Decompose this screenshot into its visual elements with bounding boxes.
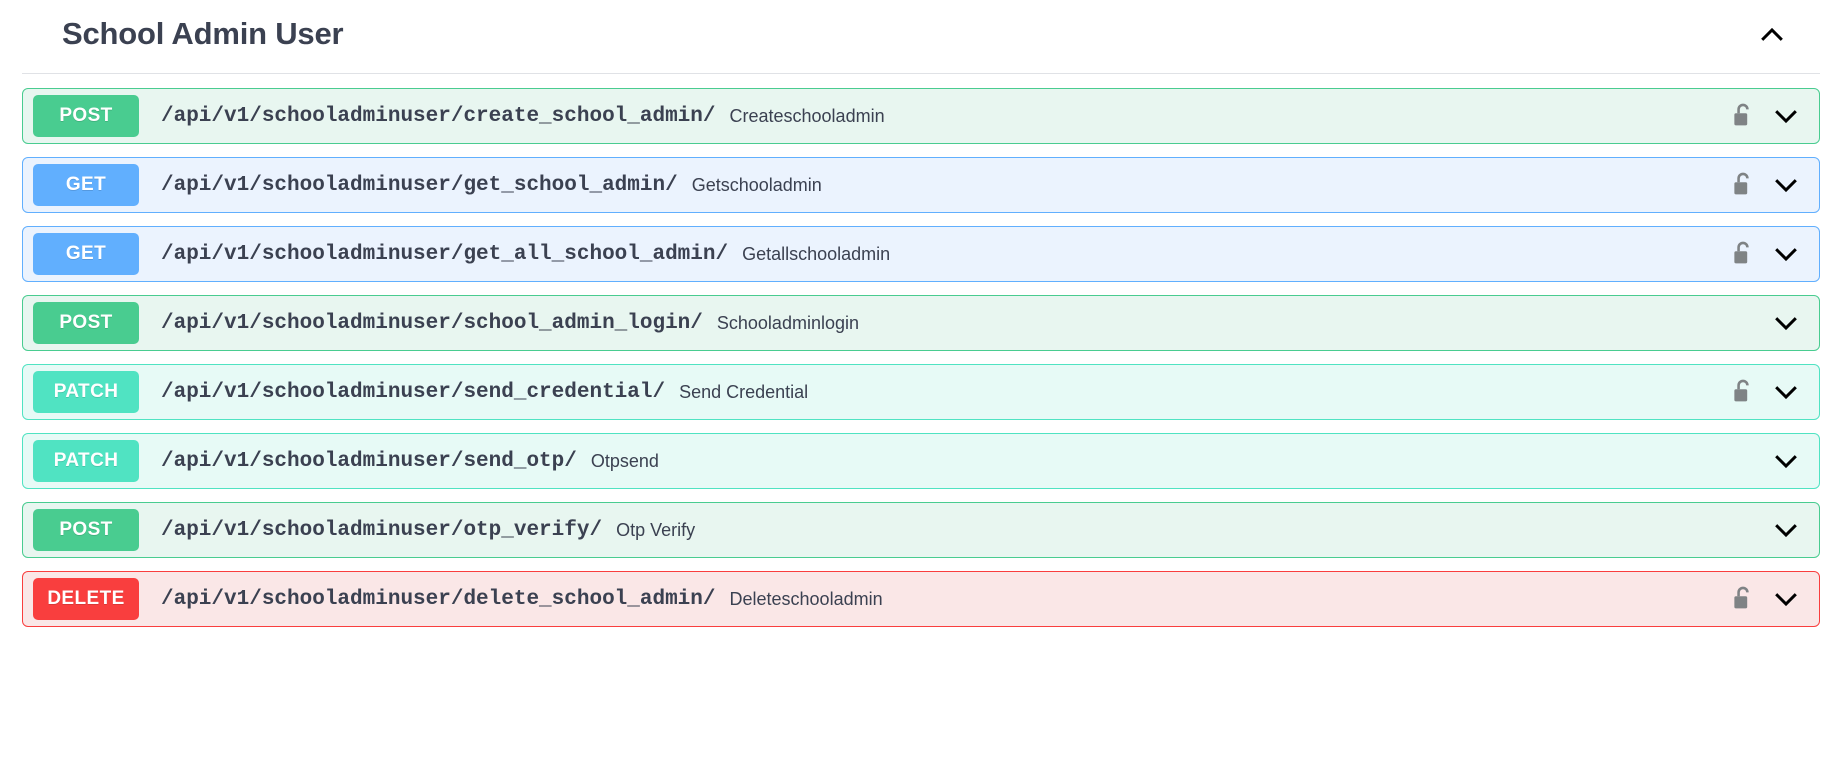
operation-summary: Getschooladmin xyxy=(691,174,822,195)
operation-row[interactable]: GET/api/v1/schooladminuser/get_all_schoo… xyxy=(22,226,1820,282)
unlocked-padlock-icon[interactable] xyxy=(1731,171,1755,199)
operation-controls xyxy=(1755,308,1801,338)
operation-path: /api/v1/schooladminuser/school_admin_log… xyxy=(161,311,703,335)
chevron-down-icon[interactable] xyxy=(1771,584,1801,614)
operation-path: /api/v1/schooladminuser/send_otp/ xyxy=(161,449,577,473)
operation-row[interactable]: POST/api/v1/schooladminuser/school_admin… xyxy=(22,295,1820,351)
operation-row[interactable]: GET/api/v1/schooladminuser/get_school_ad… xyxy=(22,157,1820,213)
unlocked-padlock-icon[interactable] xyxy=(1731,240,1755,268)
unlocked-padlock-icon[interactable] xyxy=(1731,378,1755,406)
operations-list: POST/api/v1/schooladminuser/create_schoo… xyxy=(0,74,1842,627)
chevron-down-icon[interactable] xyxy=(1771,515,1801,545)
method-badge: POST xyxy=(33,302,139,344)
operation-controls xyxy=(1731,101,1801,131)
operation-summary: Send Credential xyxy=(679,381,809,402)
operation-path: /api/v1/schooladminuser/get_school_admin… xyxy=(161,173,678,197)
operation-summary: Otpsend xyxy=(590,450,659,471)
operation-summary: Otp Verify xyxy=(616,519,696,540)
method-badge: PATCH xyxy=(33,440,139,482)
operation-path: /api/v1/schooladminuser/send_credential/ xyxy=(161,380,666,404)
operation-row[interactable]: PATCH/api/v1/schooladminuser/send_otp/Ot… xyxy=(22,433,1820,489)
operation-controls xyxy=(1731,239,1801,269)
operation-path: /api/v1/schooladminuser/delete_school_ad… xyxy=(161,587,716,611)
operation-summary: Deleteschooladmin xyxy=(729,588,883,609)
operation-path: /api/v1/schooladminuser/otp_verify/ xyxy=(161,518,603,542)
operation-summary: Getallschooladmin xyxy=(742,243,891,264)
operation-summary: Schooladminlogin xyxy=(716,312,859,333)
operation-controls xyxy=(1755,446,1801,476)
method-badge: DELETE xyxy=(33,578,139,620)
operation-row[interactable]: DELETE/api/v1/schooladminuser/delete_sch… xyxy=(22,571,1820,627)
method-badge: GET xyxy=(33,164,139,206)
operation-path: /api/v1/schooladminuser/create_school_ad… xyxy=(161,104,716,128)
method-badge: PATCH xyxy=(33,371,139,413)
unlocked-padlock-icon[interactable] xyxy=(1731,585,1755,613)
tag-collapse-button[interactable] xyxy=(1750,15,1794,59)
method-badge: GET xyxy=(33,233,139,275)
chevron-down-icon[interactable] xyxy=(1771,101,1801,131)
operation-row[interactable]: POST/api/v1/schooladminuser/otp_verify/O… xyxy=(22,502,1820,558)
operation-row[interactable]: POST/api/v1/schooladminuser/create_schoo… xyxy=(22,88,1820,144)
chevron-down-icon[interactable] xyxy=(1771,446,1801,476)
operation-path: /api/v1/schooladminuser/get_all_school_a… xyxy=(161,242,729,266)
chevron-down-icon[interactable] xyxy=(1771,377,1801,407)
operation-row[interactable]: PATCH/api/v1/schooladminuser/send_creden… xyxy=(22,364,1820,420)
operation-controls xyxy=(1731,170,1801,200)
operation-controls xyxy=(1731,584,1801,614)
method-badge: POST xyxy=(33,95,139,137)
chevron-up-icon xyxy=(1761,27,1783,41)
operation-controls xyxy=(1731,377,1801,407)
unlocked-padlock-icon[interactable] xyxy=(1731,102,1755,130)
chevron-down-icon[interactable] xyxy=(1771,239,1801,269)
method-badge: POST xyxy=(33,509,139,551)
operation-controls xyxy=(1755,515,1801,545)
operation-summary: Createschooladmin xyxy=(729,105,885,126)
tag-header[interactable]: School Admin User xyxy=(22,0,1820,74)
chevron-down-icon[interactable] xyxy=(1771,170,1801,200)
chevron-down-icon[interactable] xyxy=(1771,308,1801,338)
page-title: School Admin User xyxy=(62,16,344,51)
